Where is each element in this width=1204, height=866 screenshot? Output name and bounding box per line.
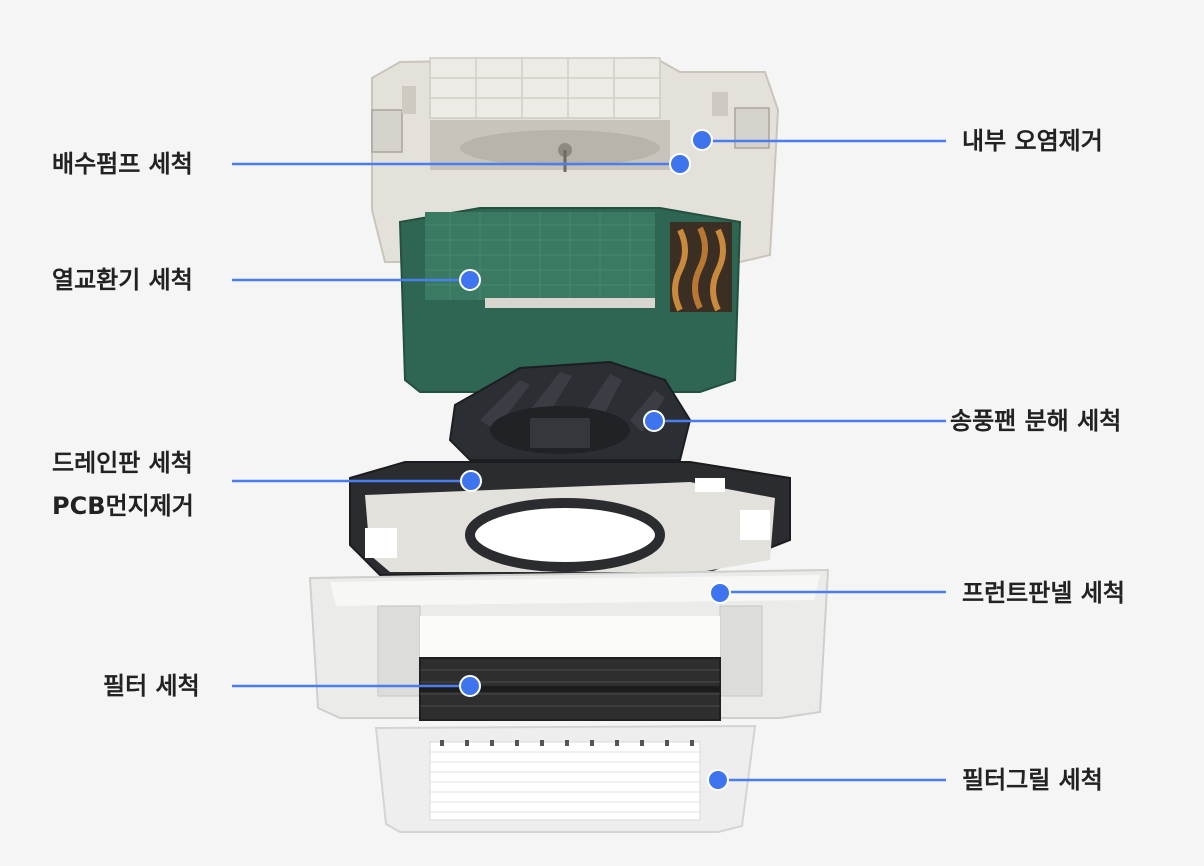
callout-dot-heat-exchanger [459,269,481,291]
label-front-panel: 프런트판넬 세척 [962,579,1125,607]
callout-dot-filter-grille [707,769,729,791]
label-blower-fan: 송풍팬 분해 세척 [950,407,1122,435]
callout-dot-blower-fan [643,410,665,432]
label-drain-pump: 배수펌프 세척 [52,150,193,178]
callout-dots [459,129,731,791]
callout-dot-drain-pan [460,470,482,492]
label-pcb-dust-removal: PCB먼지제거 [52,492,194,520]
blower-fan [448,360,692,461]
label-drain-pan: 드레인판 세척 [52,449,193,477]
label-internal-contamination: 내부 오염제거 [962,127,1103,155]
callout-dot-front-panel [709,582,731,604]
callout-lines [232,139,946,782]
callout-dot-filter [459,675,481,697]
label-filter: 필터 세척 [103,672,200,700]
label-filter-grille: 필터그릴 세척 [962,766,1103,794]
callout-dot-internal-contamination [691,129,713,151]
label-heat-exchanger: 열교환기 세척 [52,266,193,294]
drain-pan [349,461,791,576]
callout-dot-drain-pump [669,153,691,175]
filter-grille [374,724,757,833]
heat-exchanger [398,207,742,393]
